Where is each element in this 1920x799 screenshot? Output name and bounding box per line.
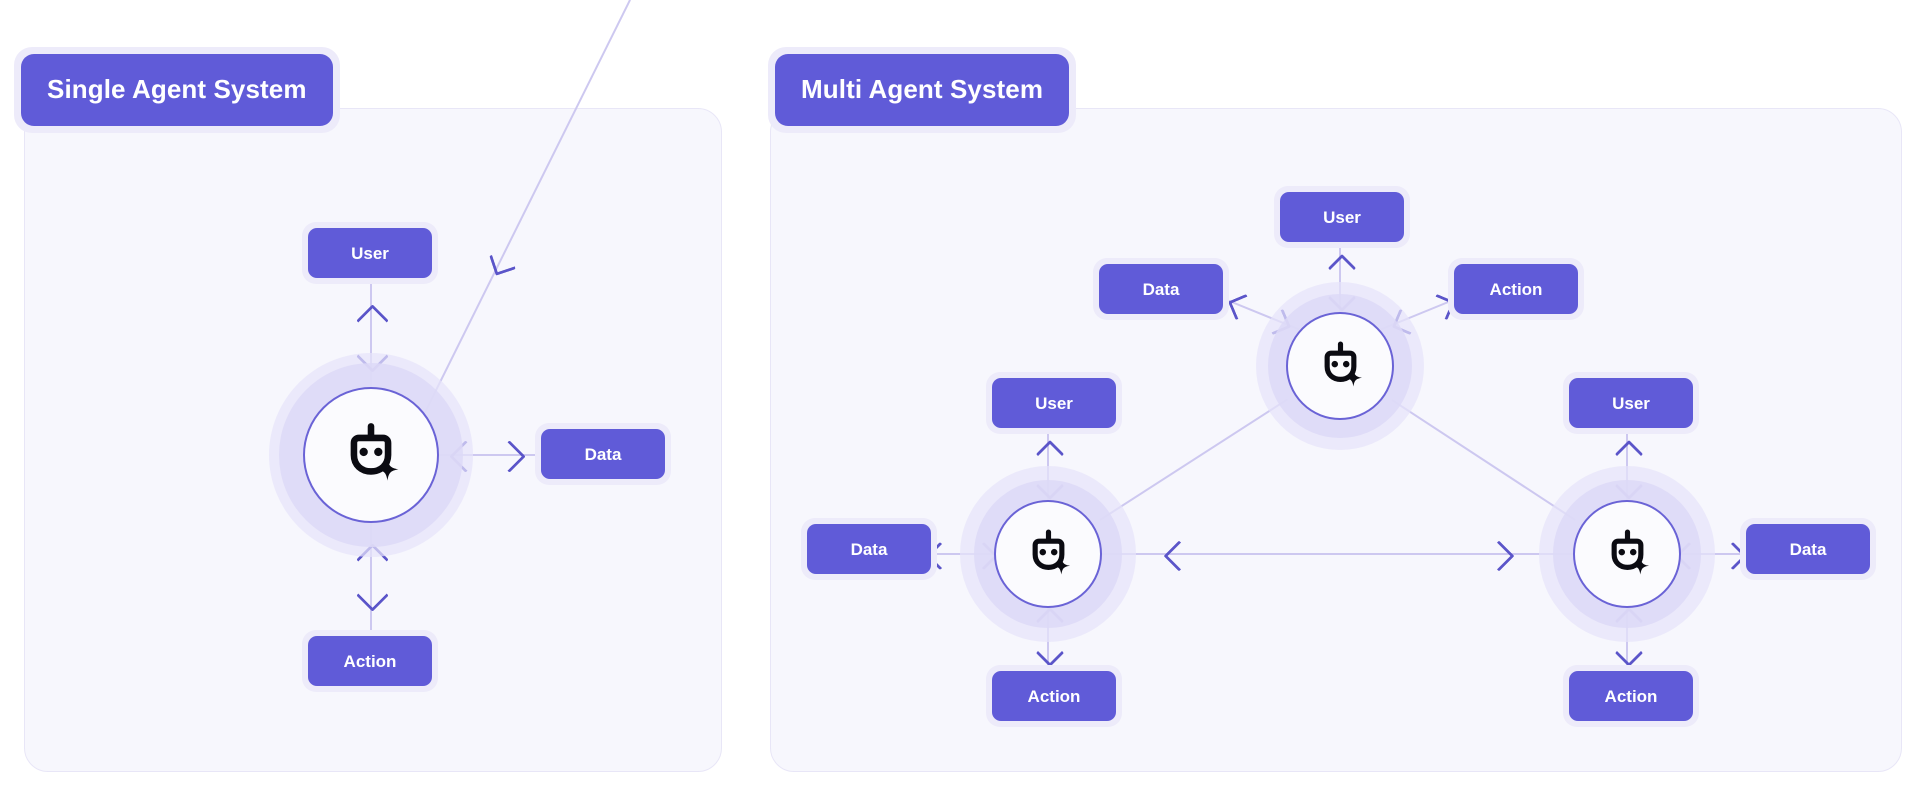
node-label: Data	[1099, 264, 1223, 314]
node-data-left-agent[interactable]: Data	[801, 518, 937, 580]
node-action-left-agent[interactable]: Action	[986, 665, 1122, 727]
header-badge-multi-agent-system: Multi Agent System	[768, 47, 1077, 133]
node-action-single[interactable]: Action	[302, 630, 438, 692]
node-data-single[interactable]: Data	[535, 423, 671, 485]
node-action-right-agent[interactable]: Action	[1563, 665, 1699, 727]
node-action-top-agent[interactable]: Action	[1448, 258, 1584, 320]
edge-agent-left-to-agent-right	[1100, 553, 1575, 555]
node-label: Action	[1569, 671, 1693, 721]
header-badge-single-agent-system: Single Agent System	[14, 47, 340, 133]
node-user-top-agent[interactable]: User	[1274, 186, 1410, 248]
node-label: User	[992, 378, 1116, 428]
panel-title-single: Single Agent System	[21, 54, 333, 126]
node-data-top-agent[interactable]: Data	[1093, 258, 1229, 320]
agent-core-circle[interactable]	[994, 500, 1102, 608]
node-user-right-agent[interactable]: User	[1563, 372, 1699, 434]
node-user-single[interactable]: User	[302, 222, 438, 284]
node-data-right-agent[interactable]: Data	[1740, 518, 1876, 580]
node-label: Action	[1454, 264, 1578, 314]
robot-agent-icon	[332, 416, 410, 494]
node-label: Data	[1746, 524, 1870, 574]
node-label: User	[1569, 378, 1693, 428]
node-label: Action	[308, 636, 432, 686]
node-label: Data	[807, 524, 931, 574]
node-label: Data	[541, 429, 665, 479]
node-label: Action	[992, 671, 1116, 721]
robot-agent-icon	[1597, 524, 1658, 585]
node-label: User	[1280, 192, 1404, 242]
panel-title-multi: Multi Agent System	[775, 54, 1070, 126]
edge-agent-to-data-single	[437, 454, 535, 456]
robot-agent-icon	[1310, 336, 1371, 397]
node-label: User	[308, 228, 432, 278]
node-user-left-agent[interactable]: User	[986, 372, 1122, 434]
agent-core-circle[interactable]	[1286, 312, 1394, 420]
agent-core-circle[interactable]	[303, 387, 439, 523]
agent-core-circle[interactable]	[1573, 500, 1681, 608]
robot-agent-icon	[1018, 524, 1079, 585]
